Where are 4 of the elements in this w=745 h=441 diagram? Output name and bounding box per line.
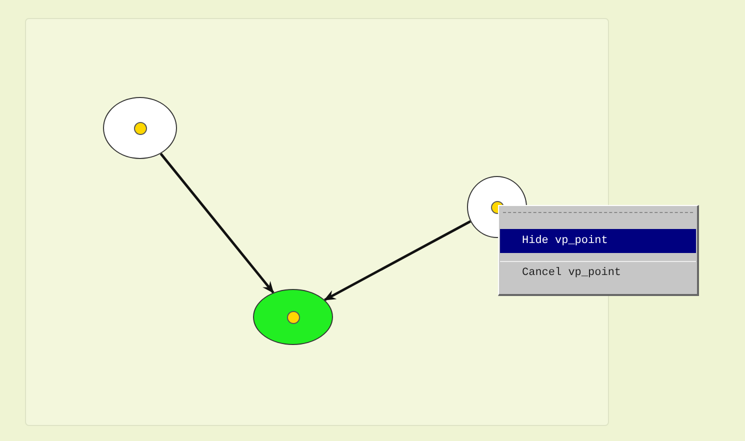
menu-item-highlighted: Hide vp_point [500,229,696,253]
menu-item: Cancel vp_point [500,261,696,285]
arrow [324,220,471,302]
arrow [160,152,274,294]
